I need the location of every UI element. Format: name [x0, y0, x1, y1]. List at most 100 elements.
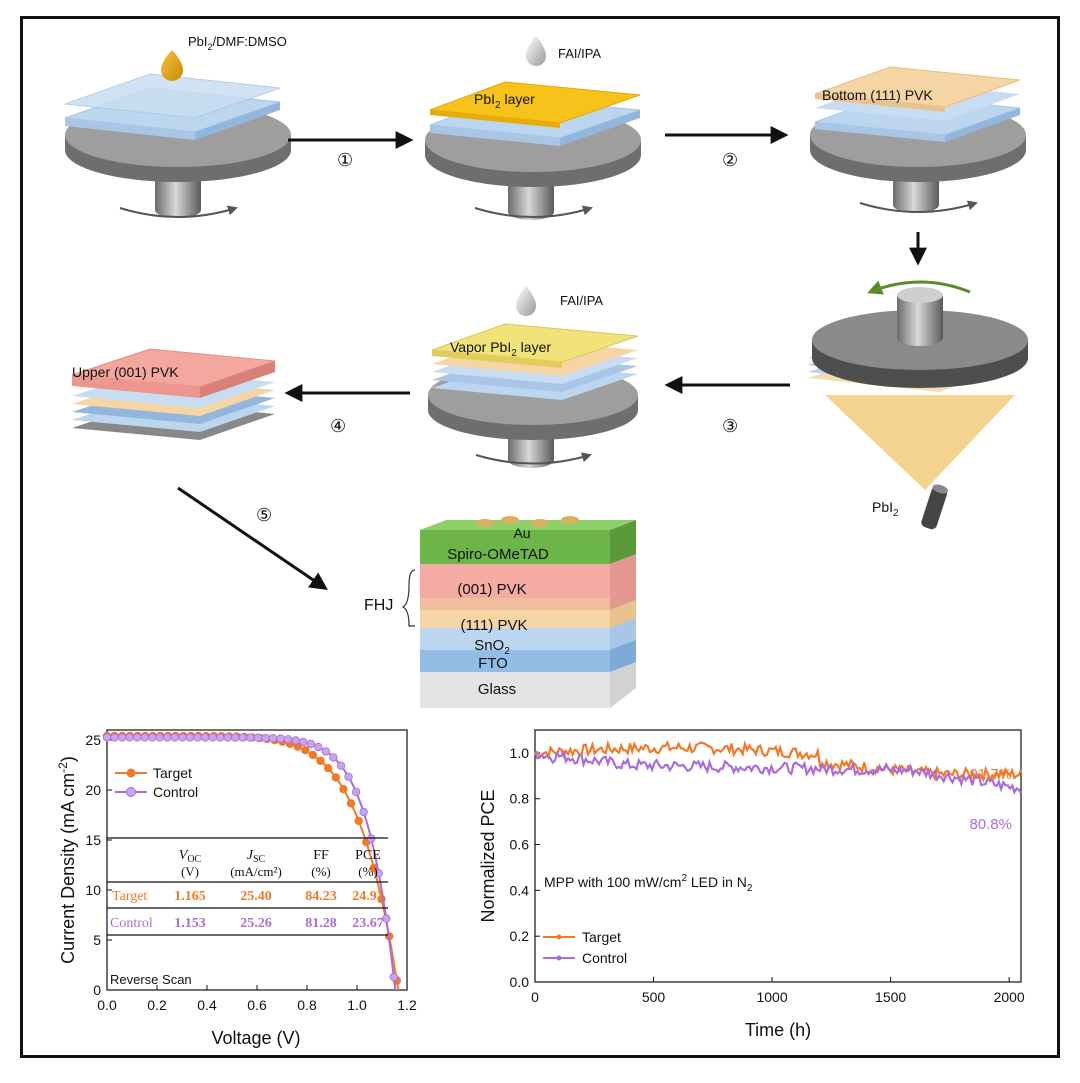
stab-xtick-label: 1000 — [756, 989, 787, 1005]
jv-point-target — [346, 799, 356, 808]
svg-text:24.92: 24.92 — [352, 889, 384, 904]
row-control-label: Control — [110, 916, 153, 931]
step-4-label: ④ — [330, 416, 346, 436]
svg-text:JSC: JSC — [247, 848, 266, 865]
pbi2-source-rod — [921, 484, 949, 530]
svg-text:PbI2/DMF:DMSO: PbI2/DMF:DMSO — [188, 34, 287, 52]
svg-text:1.165: 1.165 — [174, 889, 206, 904]
stab-line-target — [534, 739, 1023, 783]
jv-point-control — [374, 869, 383, 878]
svg-text:25.40: 25.40 — [240, 889, 272, 904]
svg-text:FTO: FTO — [478, 655, 508, 672]
stability-curves — [533, 739, 1023, 795]
svg-text:FF: FF — [313, 848, 329, 863]
jv-point-target — [354, 816, 363, 826]
stage-4-vapor-deposition: PbI2 — [808, 280, 1028, 530]
jv-point-target — [339, 784, 348, 794]
svg-text:84.23: 84.23 — [305, 889, 337, 904]
jv-point-control — [344, 772, 353, 781]
jv-legend: Target Control — [115, 765, 198, 800]
svg-text:(111) PVK: (111) PVK — [461, 617, 528, 634]
svg-text:Bottom (111) PVK: Bottom (111) PVK — [822, 87, 933, 103]
jv-point-control — [389, 972, 398, 982]
stab-ytick-label: 0.2 — [510, 928, 530, 944]
jv-xtick-label: 0.8 — [297, 997, 317, 1013]
stab-xtick-label: 2000 — [994, 989, 1025, 1005]
stability-legend-target: Target — [582, 929, 621, 945]
jv-point-control — [336, 761, 346, 770]
svg-text:(%): (%) — [358, 864, 378, 879]
jv-ytick-label: 0 — [93, 982, 101, 998]
jv-legend-marker-control — [126, 787, 136, 797]
jv-legend-marker-target — [126, 768, 136, 778]
svg-text:1.153: 1.153 — [174, 916, 206, 931]
jv-curves — [102, 731, 401, 991]
jv-ytick-label: 5 — [93, 932, 101, 948]
jv-legend-control: Control — [153, 784, 198, 800]
stab-xtick-label: 0 — [531, 989, 539, 1005]
jv-point-target — [324, 764, 333, 773]
stab-ytick-label: 0.8 — [510, 791, 530, 807]
step-2-label: ② — [722, 150, 738, 170]
stability-xlabel: Time (h) — [745, 1020, 811, 1040]
jv-point-target — [301, 746, 310, 755]
stage-5-vapor-pbi2: FAI/IPA Vapor PbI2 layer — [428, 286, 639, 468]
jv-point-control — [306, 739, 315, 749]
svg-text:(mA/cm²): (mA/cm²) — [230, 864, 282, 879]
svg-text:FAI/IPA: FAI/IPA — [558, 46, 601, 61]
stability-plot-area — [534, 729, 1022, 983]
svg-text:Vapor PbI2 layer: Vapor PbI2 layer — [450, 339, 551, 359]
jv-ytick-label: 25 — [85, 732, 101, 748]
jv-xlabel: Voltage (V) — [211, 1028, 300, 1048]
svg-text:(V): (V) — [181, 864, 199, 879]
jv-ytick-label: 15 — [85, 832, 101, 848]
jv-xtick-label: 0.4 — [197, 997, 217, 1013]
svg-text:Upper (001) PVK: Upper (001) PVK — [72, 364, 179, 380]
svg-text:VOC: VOC — [179, 848, 202, 865]
jv-xtick-label: 0.2 — [147, 997, 167, 1013]
stage-6-upper-pvk: Upper (001) PVK — [71, 348, 276, 440]
jv-point-control — [314, 742, 323, 752]
stage-1-substrate: PbI2/DMF:DMSO — [64, 34, 291, 218]
device-stack: Au Spiro-OMeTAD (001) PVK (111) PVK SnO2… — [364, 516, 636, 708]
jv-point-control — [299, 737, 308, 747]
jv-xtick-label: 0.6 — [247, 997, 267, 1013]
jv-ytick-label: 20 — [85, 782, 101, 798]
svg-text:(001) PVK: (001) PVK — [457, 581, 526, 598]
jv-point-control — [329, 753, 338, 762]
svg-text:SnO2: SnO2 — [474, 637, 510, 657]
process-arrows: ① ② ③ ④ ⑤ — [177, 126, 927, 591]
svg-text:PbI2: PbI2 — [872, 499, 899, 519]
stab-xtick-label: 500 — [642, 989, 666, 1005]
drop-2-icon — [526, 36, 546, 66]
stab-legend-marker-target — [556, 934, 562, 940]
jv-point-target — [316, 756, 325, 765]
stab-ytick-label: 0.6 — [510, 837, 530, 853]
stability-legend-control: Control — [582, 950, 627, 966]
step-1-label: ① — [337, 150, 353, 170]
stability-control-final: 80.8% — [969, 816, 1012, 833]
jv-xtick-label: 1.0 — [347, 997, 367, 1013]
jv-point-target — [331, 773, 340, 782]
jv-point-control — [321, 747, 331, 756]
step-3-label: ③ — [722, 416, 738, 436]
stab-legend-marker-control — [556, 955, 562, 961]
row-target-label: Target — [112, 889, 147, 904]
step-5-label: ⑤ — [256, 505, 272, 525]
jv-ylabel: Current Density (mA cm-2) — [56, 756, 78, 964]
svg-text:PCE: PCE — [355, 848, 381, 863]
jv-point-control — [359, 807, 368, 817]
jv-ytick-label: 10 — [85, 882, 101, 898]
svg-text:FAI/IPA: FAI/IPA — [560, 293, 603, 308]
stability-target-final: 91.7% — [969, 766, 1012, 783]
jv-point-target — [308, 750, 318, 760]
jv-point-control — [382, 914, 391, 923]
svg-text:81.28: 81.28 — [305, 916, 337, 931]
stab-ytick-label: 1.0 — [510, 745, 530, 761]
stab-line-control — [533, 749, 1022, 795]
jv-xtick-label: 1.2 — [397, 997, 417, 1013]
stab-ytick-label: 0.0 — [510, 974, 530, 990]
